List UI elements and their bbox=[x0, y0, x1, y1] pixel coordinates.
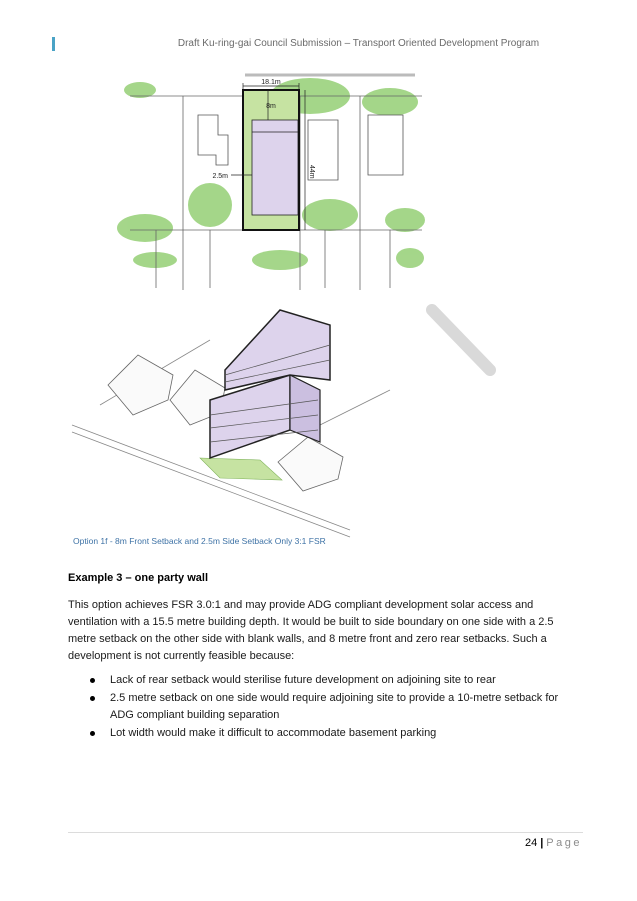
figure-caption: Option 1f - 8m Front Setback and 2.5m Si… bbox=[73, 536, 326, 546]
section-heading: Example 3 – one party wall bbox=[68, 572, 209, 584]
bullet-dot bbox=[90, 696, 95, 701]
footer-divider bbox=[68, 832, 583, 833]
dim-side-setback: 2.5m bbox=[212, 173, 228, 180]
axo-building-mass bbox=[224, 309, 331, 391]
site-figure: 18.1m 8m 2.5m 44m bbox=[60, 70, 510, 540]
dim-depth: 44m bbox=[308, 165, 315, 179]
axonometric-view bbox=[71, 304, 496, 538]
dim-front-setback: 8m bbox=[266, 103, 276, 110]
bullet-item: 2.5 metre setback on one side would requ… bbox=[68, 690, 583, 724]
bullet-dot bbox=[90, 731, 95, 736]
bullet-item: Lot width would make it difficult to acc… bbox=[68, 725, 583, 742]
header-accent-bar bbox=[52, 37, 55, 51]
axo-neighbour-houses bbox=[107, 354, 344, 492]
subject-lot-outline bbox=[242, 89, 300, 231]
bullet-list: Lack of rear setback would sterilise fut… bbox=[68, 672, 583, 743]
neighbour-houses bbox=[197, 114, 404, 181]
axo-setback-strip bbox=[199, 457, 283, 481]
bullet-dot bbox=[90, 678, 95, 683]
page-number: 24 bbox=[524, 837, 538, 849]
body-paragraph: This option achieves FSR 3.0:1 and may p… bbox=[68, 599, 554, 662]
building-footprint bbox=[251, 119, 299, 216]
page-separator: | bbox=[540, 837, 544, 849]
figure-svg: 18.1m 8m 2.5m 44m bbox=[71, 73, 496, 538]
site-plan: 18.1m 8m 2.5m 44m bbox=[117, 73, 425, 290]
bullet-item: Lack of rear setback would sterilise fut… bbox=[68, 672, 583, 689]
page-footer: 24|Page bbox=[525, 837, 582, 849]
dim-lot-width: 18.1m bbox=[261, 79, 281, 86]
page-word: Page bbox=[546, 837, 582, 849]
page-header-title: Draft Ku-ring-gai Council Submission – T… bbox=[177, 38, 540, 49]
